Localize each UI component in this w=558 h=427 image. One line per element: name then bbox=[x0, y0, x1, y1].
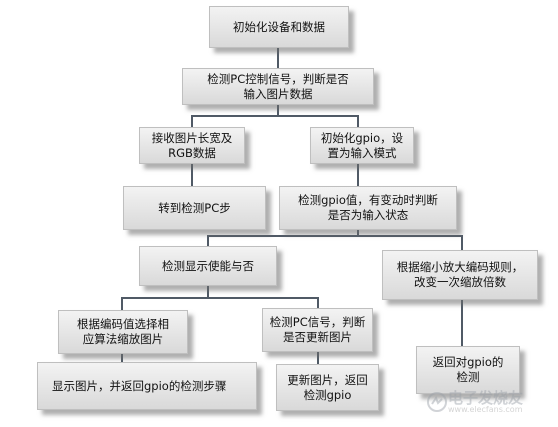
node-zoom-rule: 根据缩小放大编码规则， 改变一次缩放倍数 bbox=[382, 250, 538, 300]
node-detect-enable: 检测显示使能与否 bbox=[139, 246, 277, 286]
watermark-url: www.elecfans.com bbox=[448, 405, 523, 414]
node-goto-detect: 转到检测PC步 bbox=[123, 186, 266, 230]
watermark-brand: 电子发烧友 bbox=[448, 389, 524, 407]
connector-detectgpio-fork bbox=[207, 230, 359, 246]
node-show-image: 显示图片，并返回gpio的检测步骤 bbox=[37, 362, 257, 410]
node-return-gpio: 返回对gpio的 检测 bbox=[416, 346, 520, 394]
node-init-gpio: 初始化gpio，设 置为输入模式 bbox=[310, 127, 414, 164]
node-update-image: 更新图片，返回 检测gpio bbox=[276, 364, 379, 411]
watermark: 电子发烧友 www.elecfans.com bbox=[426, 389, 550, 421]
connector-detectgpio-to-zoom bbox=[358, 235, 463, 250]
node-detect-gpio: 检测gpio值，有变动时判断 是否为输入状态 bbox=[279, 186, 457, 230]
node-init-device: 初始化设备和数据 bbox=[209, 6, 349, 48]
watermark-logo-icon bbox=[427, 392, 447, 412]
node-receive-size: 接收图片长宽及 RGB数据 bbox=[139, 127, 245, 164]
connector-detect-fork bbox=[191, 105, 279, 127]
node-detect-pc-signal: 检测PC控制信号，判断是否 输入图片数据 bbox=[182, 68, 374, 105]
connector-enable-fork bbox=[121, 286, 209, 310]
node-detect-update: 检测PC信号，判断 是否更新图片 bbox=[262, 308, 373, 352]
connector-detect-to-gpio bbox=[278, 115, 359, 127]
connector-enable-to-update bbox=[208, 297, 319, 308]
node-select-algo: 根据编码值选择相 应算法缩放图片 bbox=[58, 310, 188, 354]
